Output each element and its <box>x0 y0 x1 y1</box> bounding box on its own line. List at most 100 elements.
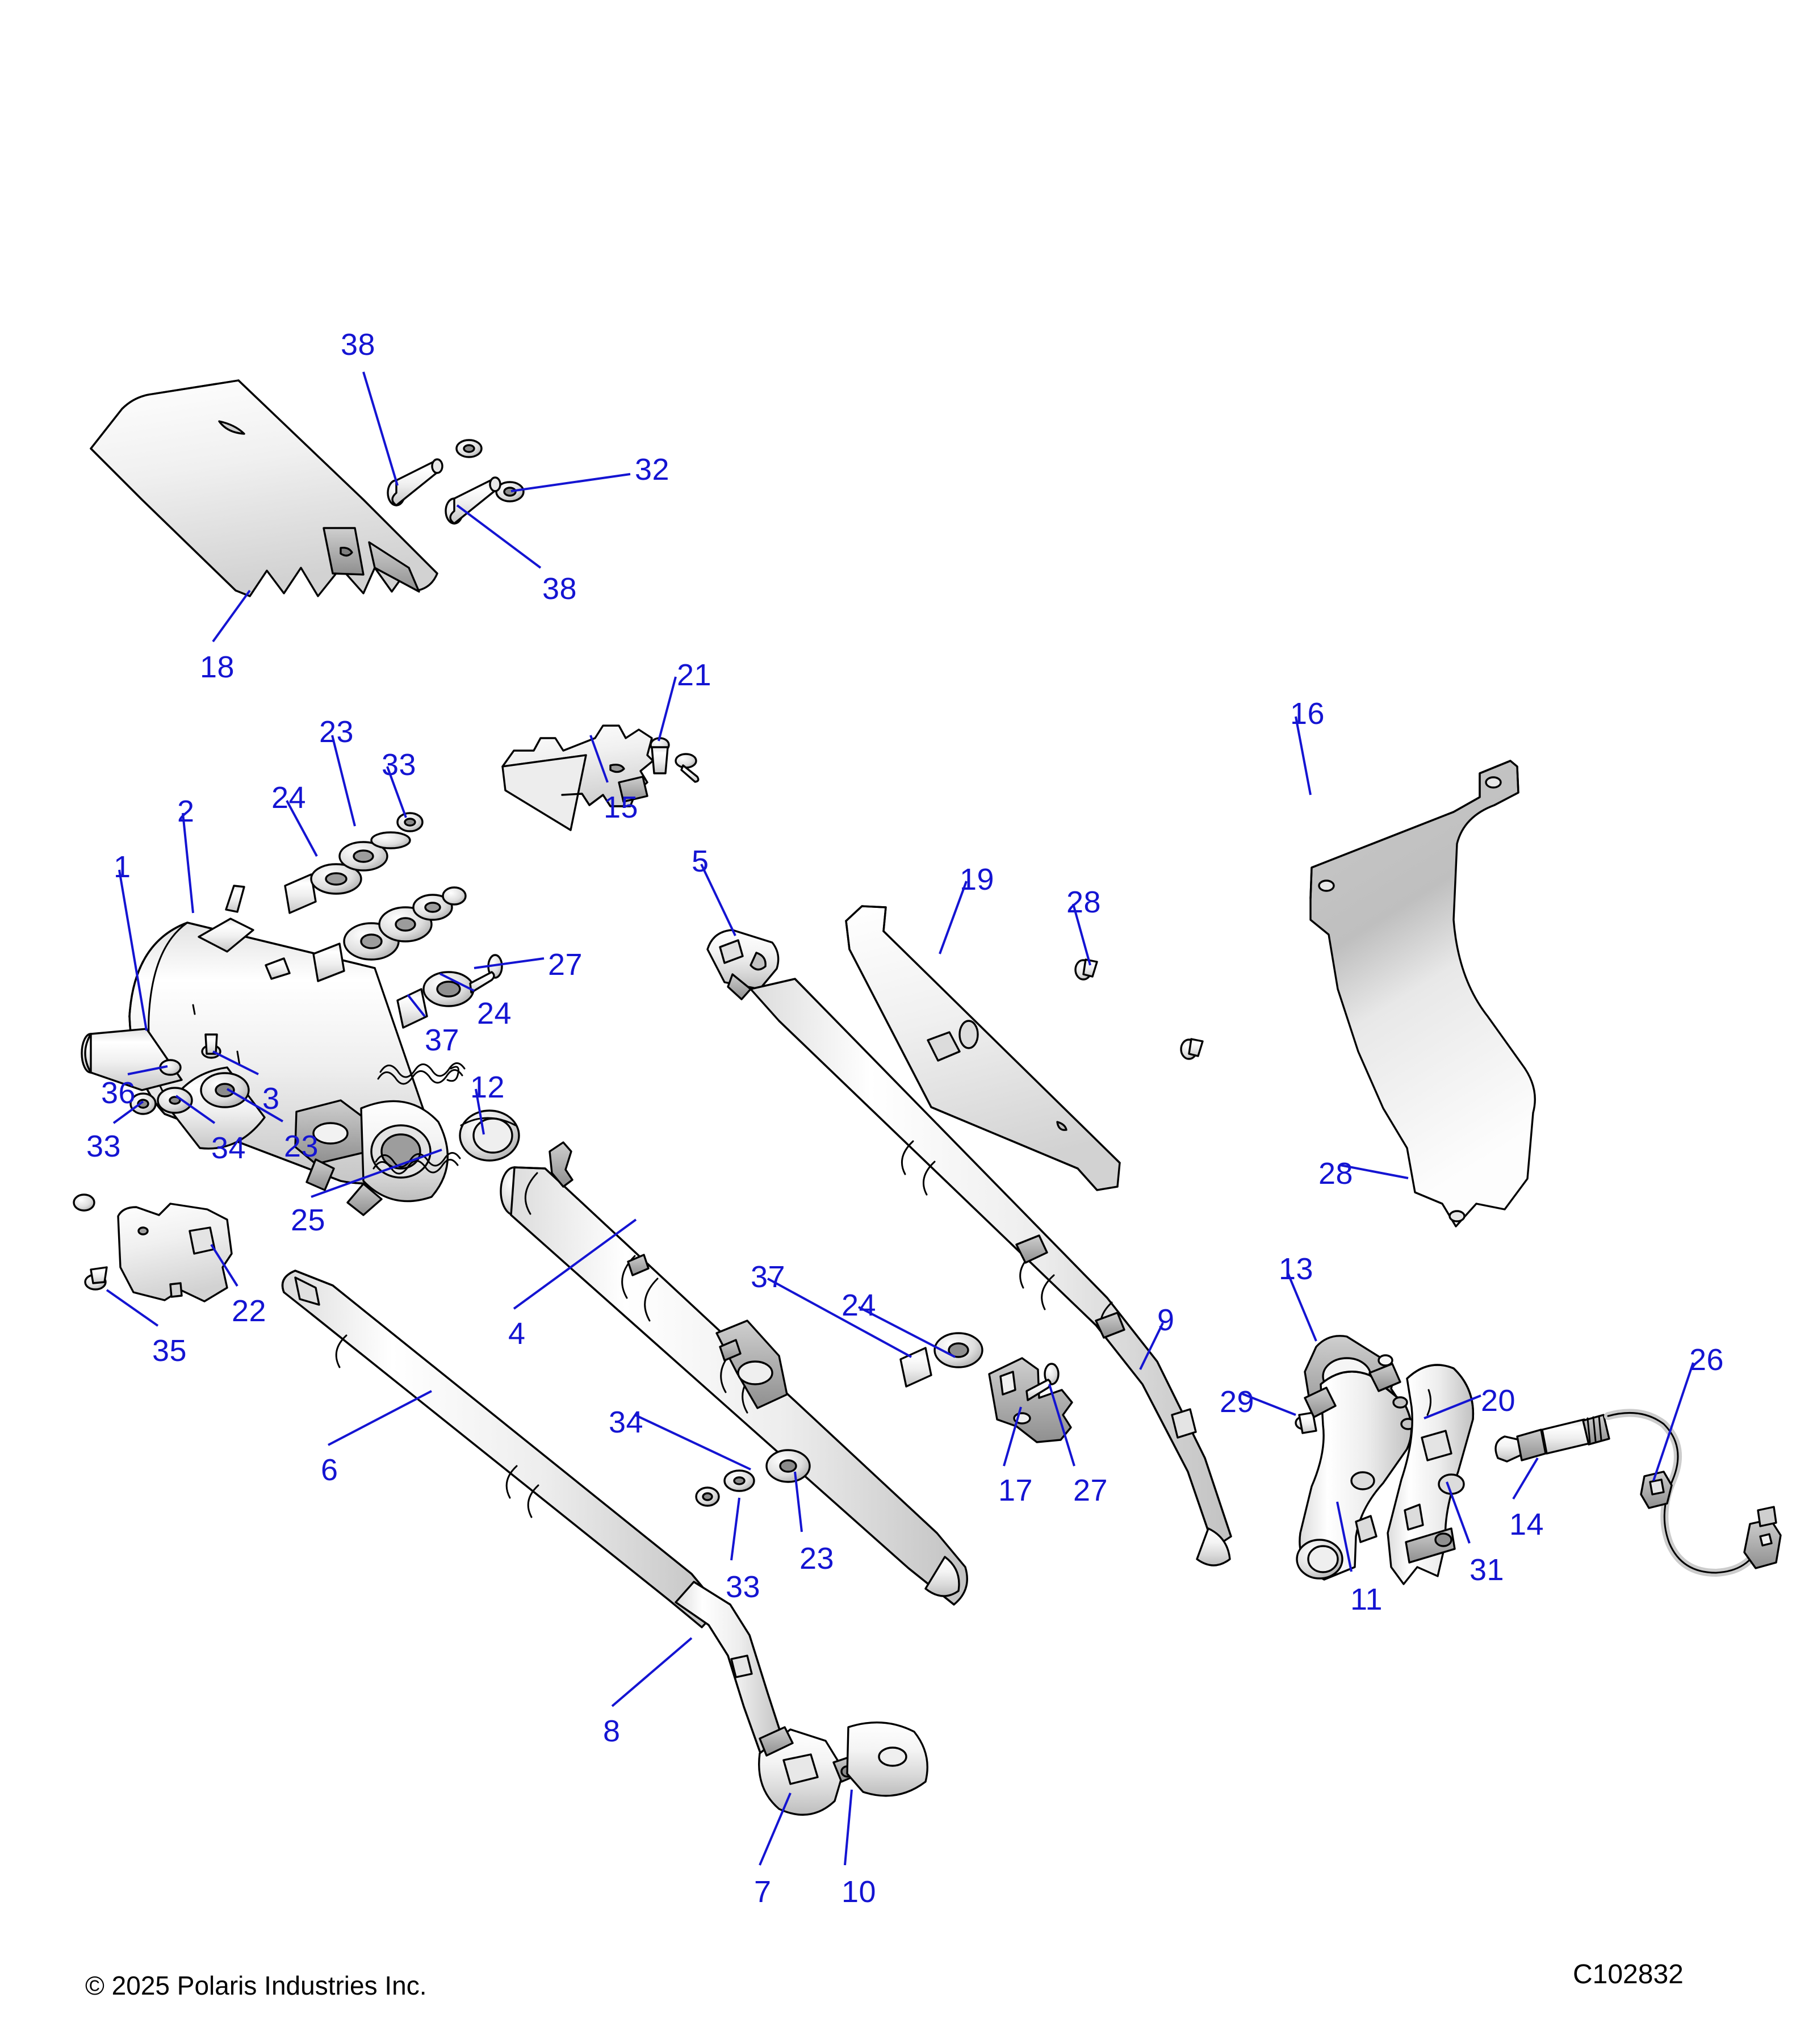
hardware-stack-pipe6 <box>695 1449 811 1507</box>
leader-line-36 <box>127 1065 168 1075</box>
leader-line-27a <box>474 957 545 969</box>
part-19-flat-heat-shield <box>845 905 1121 1191</box>
hardware-stack-upper <box>284 812 424 914</box>
leader-line-20 <box>1424 1394 1481 1419</box>
callout-label-36: 36 <box>101 1076 136 1110</box>
leader-line-37b <box>767 1278 912 1358</box>
leader-line-25 <box>311 1149 442 1198</box>
callout-label-25: 25 <box>291 1203 326 1237</box>
part-4-mid-exhaust-pipe <box>500 1141 968 1606</box>
figure-identifier: C102832 <box>1573 1959 1684 1989</box>
leader-line-15 <box>589 735 609 783</box>
callout-label-21: 21 <box>677 658 712 692</box>
part-38-bolt-lower <box>445 476 501 525</box>
part-6-lower-exhaust-pipe <box>281 1270 721 1628</box>
leader-line-14 <box>1512 1457 1539 1500</box>
copyright-notice: © 2025 Polaris Industries Inc. <box>85 1971 427 2000</box>
callout-label-24c: 24 <box>841 1288 877 1322</box>
callout-label-29: 29 <box>1220 1385 1255 1419</box>
leader-line-29 <box>1242 1393 1296 1416</box>
hardware-stack-lower-left <box>129 1033 250 1115</box>
callout-label-5: 5 <box>692 844 709 878</box>
part-38-bolt-upper <box>387 458 443 506</box>
leader-line-26 <box>1652 1362 1694 1481</box>
leader-line-18 <box>212 589 251 643</box>
callout-label-35: 35 <box>152 1334 187 1368</box>
part-20-manifold-heat-shield <box>1387 1364 1475 1585</box>
leader-line-7 <box>759 1792 792 1866</box>
part-33-rivet-near-15 <box>675 753 700 783</box>
leader-line-35 <box>106 1289 159 1327</box>
leader-line-33c <box>730 1497 740 1561</box>
leader-line-2 <box>182 812 194 914</box>
callout-label-7: 7 <box>754 1875 772 1909</box>
callout-label-28a: 28 <box>1066 885 1102 919</box>
part-35-shield-screw <box>84 1266 108 1291</box>
callout-label-18: 18 <box>200 650 235 684</box>
leader-line-1 <box>118 869 148 1031</box>
leader-line-23c <box>794 1471 803 1532</box>
callout-label-23a: 23 <box>319 715 354 749</box>
part-28-rivet-b <box>1180 1038 1204 1060</box>
callout-label-37a: 37 <box>425 1023 460 1057</box>
leader-line-10 <box>844 1789 853 1866</box>
leader-line-24c <box>858 1306 956 1358</box>
part-27-bolt-right <box>469 954 503 994</box>
leader-line-19 <box>939 881 968 954</box>
leader-line-34b <box>634 1414 751 1471</box>
leader-line-11 <box>1336 1501 1353 1572</box>
part-37-spacer-right <box>396 988 428 1029</box>
callout-label-14: 14 <box>1509 1507 1544 1542</box>
leader-line-23b <box>226 1088 284 1122</box>
part-37-spacer-bracket <box>899 1347 932 1388</box>
callout-label-11: 11 <box>1350 1582 1383 1616</box>
callout-label-12: 12 <box>470 1070 505 1104</box>
leader-line-33a <box>386 766 407 818</box>
callout-label-28b: 28 <box>1318 1157 1354 1191</box>
leader-line-9 <box>1139 1322 1164 1370</box>
callout-label-9: 9 <box>1157 1303 1175 1337</box>
callout-label-37b: 37 <box>751 1260 786 1294</box>
part-16-curved-heat-shield <box>1309 760 1536 1228</box>
part-7-pipe-coupling <box>758 1726 845 1816</box>
leader-line-8 <box>611 1637 693 1707</box>
leader-line-31 <box>1446 1481 1471 1544</box>
part-18-muffler-heat-shield <box>90 379 438 597</box>
leader-line-17 <box>1003 1406 1022 1467</box>
part-1-exhaust-tip <box>81 1028 183 1091</box>
part-9-long-exhaust-tube <box>750 978 1232 1566</box>
callout-label-2: 2 <box>177 794 195 828</box>
part-8-front-exhaust-pipe <box>675 1581 784 1756</box>
callout-label-31: 31 <box>1469 1553 1505 1587</box>
part-25-spring-a <box>377 1062 466 1085</box>
part-31-heat-shield-rivet <box>1434 1532 1452 1547</box>
leader-line-24b <box>439 973 475 992</box>
callout-label-20: 20 <box>1481 1384 1516 1418</box>
callout-label-17: 17 <box>998 1473 1033 1507</box>
leader-line-24a <box>286 800 318 857</box>
part-29-stud-bolt <box>1295 1411 1317 1434</box>
callout-label-38a: 38 <box>341 328 376 362</box>
callout-label-6: 6 <box>321 1453 338 1487</box>
leader-line-21 <box>658 676 677 742</box>
leader-line-34a <box>175 1095 216 1124</box>
leader-line-38a <box>362 371 399 486</box>
callout-label-27a: 27 <box>548 948 583 982</box>
part-15-bracket-heat-shield <box>501 724 654 831</box>
part-14-oxygen-sensor <box>1494 1409 1782 1577</box>
leader-line-4 <box>513 1218 637 1310</box>
leader-line-28a <box>1072 903 1091 966</box>
leader-line-32 <box>510 473 631 492</box>
leader-line-6 <box>328 1390 432 1446</box>
callout-label-10: 10 <box>841 1875 877 1909</box>
callout-label-27b: 27 <box>1073 1473 1108 1507</box>
callout-label-33c: 33 <box>726 1570 761 1604</box>
leader-line-38b <box>456 504 542 569</box>
callout-label-22: 22 <box>232 1294 267 1328</box>
part-10-exhaust-port <box>846 1721 928 1797</box>
part-22-small-heat-shield <box>117 1203 233 1302</box>
callout-label-23c: 23 <box>799 1542 835 1576</box>
